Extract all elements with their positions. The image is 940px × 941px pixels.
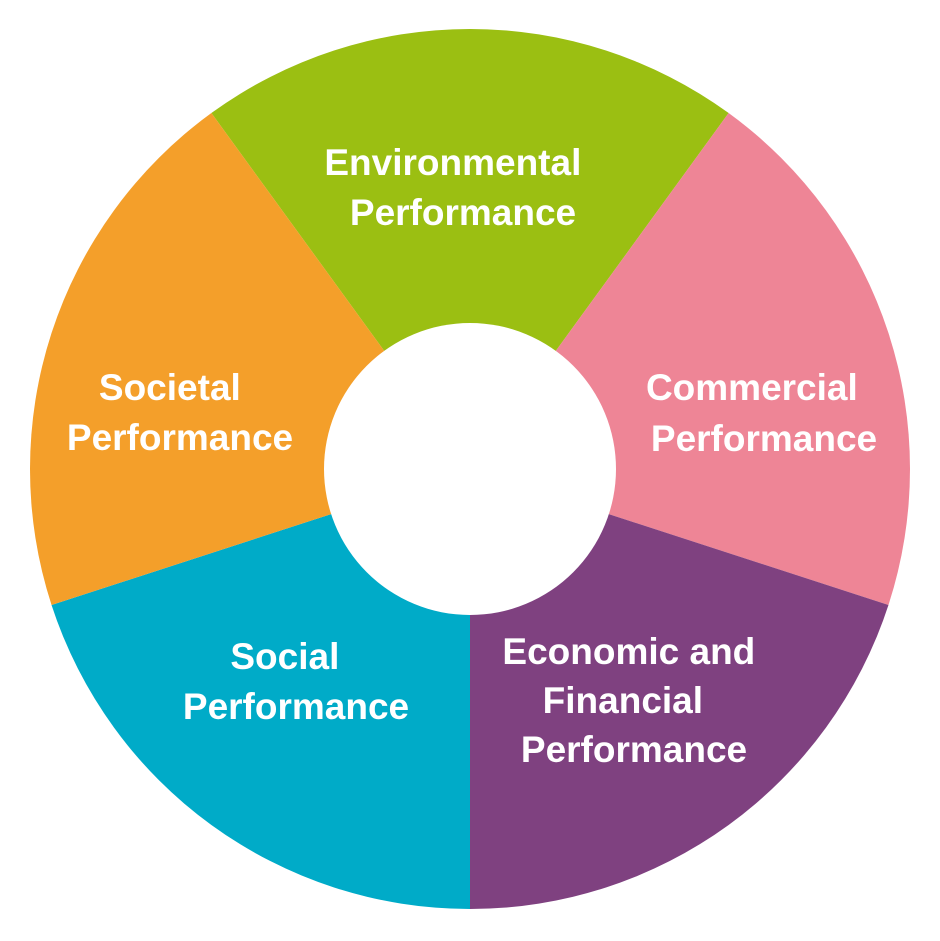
label-societal-line-2: Performance: [67, 417, 293, 458]
donut-segments: [30, 28, 910, 909]
label-commercial-line-2: Performance: [651, 418, 877, 459]
label-economic-financial-line-3: Performance: [521, 729, 747, 770]
label-societal-line-1: Societal: [99, 367, 241, 408]
label-environmental: Environmental Performance: [324, 142, 591, 233]
label-economic-financial-line-1: Economic and: [502, 631, 755, 672]
label-environmental-line-2: Performance: [350, 192, 576, 233]
label-commercial: Commercial Performance: [646, 367, 877, 459]
label-environmental-line-1: Environmental: [324, 142, 581, 183]
label-economic-financial: Economic and Financial Performance: [502, 631, 765, 770]
label-social-line-1: Social: [230, 636, 339, 677]
segment-economic-financial: [470, 469, 889, 909]
segment-labels: Environmental Performance Commercial Per…: [67, 142, 877, 770]
donut-center-hole: [324, 323, 616, 615]
segment-environmental: [211, 28, 729, 469]
label-social: Social Performance: [183, 636, 409, 727]
label-societal: Societal Performance: [67, 367, 293, 458]
label-social-line-2: Performance: [183, 686, 409, 727]
label-economic-financial-line-2: Financial: [543, 680, 703, 721]
segment-social: [51, 469, 470, 909]
label-commercial-line-1: Commercial: [646, 367, 858, 408]
